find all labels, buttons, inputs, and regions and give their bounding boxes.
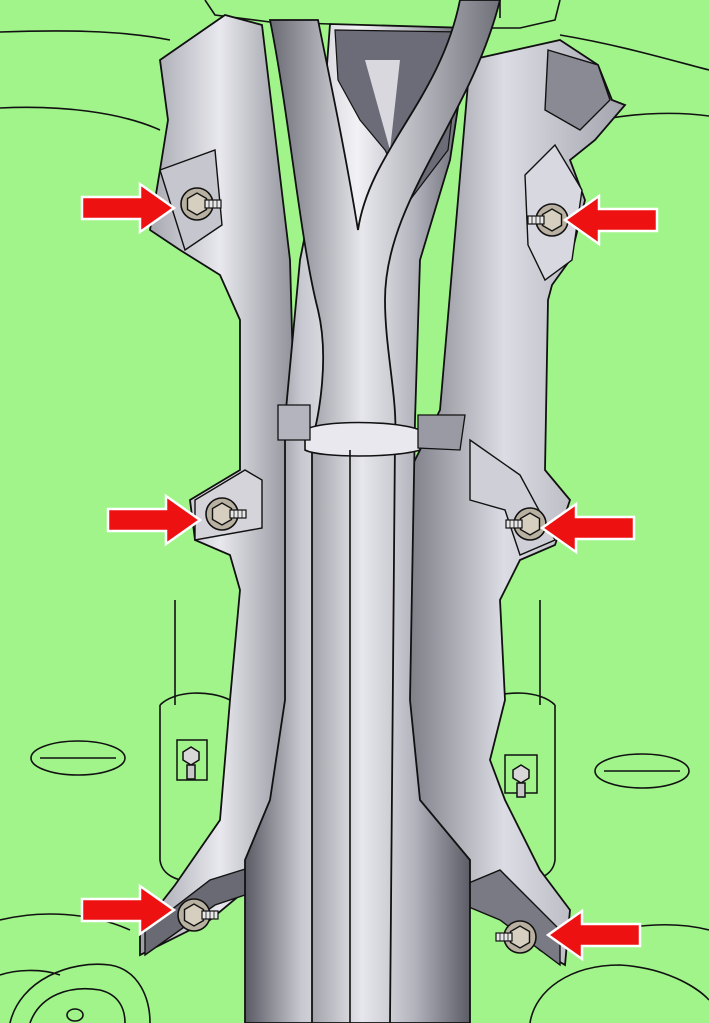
hex-nut [186, 192, 208, 216]
fastener-middle-left [205, 497, 247, 531]
hex-nut [211, 502, 233, 526]
fastener-middle-right [505, 507, 547, 541]
hex-nut [541, 208, 563, 232]
hex-nut [519, 512, 541, 536]
arrow-lower-right-icon [545, 908, 642, 962]
fastener-upper-left [180, 187, 222, 221]
fastener-lower-right [495, 920, 537, 954]
hex-nut [509, 925, 531, 949]
floor-drain-holes [30, 740, 690, 1022]
hex-nut [183, 903, 205, 927]
lower-mount-brackets [176, 739, 538, 798]
arrow-upper-right-icon [562, 193, 659, 247]
fastener-lower-left [177, 898, 219, 932]
arrow-middle-left-icon [106, 493, 203, 547]
fastener-upper-right [527, 203, 569, 237]
fastener-markers [80, 181, 659, 962]
exhaust-pipe [268, 0, 501, 1023]
arrow-upper-left-icon [80, 181, 177, 235]
arrow-middle-right-icon [539, 501, 636, 555]
arrow-lower-left-icon [80, 883, 177, 937]
